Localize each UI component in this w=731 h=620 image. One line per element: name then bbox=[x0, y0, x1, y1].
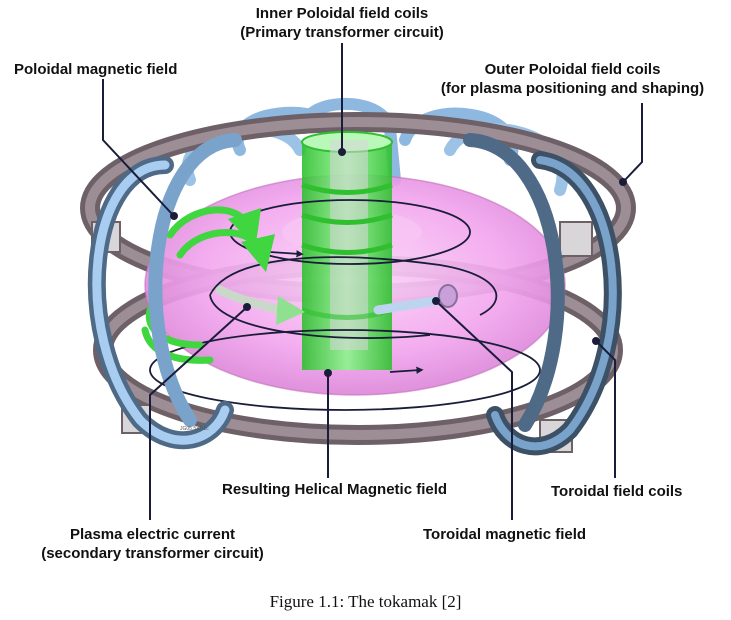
inner-poloidal-line2: (Primary transformer circuit) bbox=[240, 24, 444, 41]
outer-poloidal-line1: Outer Poloidal field coils bbox=[484, 61, 661, 78]
toroidal-coils-label: Toroidal field coils bbox=[551, 483, 683, 500]
plasma-current-line2: (secondary transformer circuit) bbox=[41, 545, 264, 562]
central-solenoid bbox=[301, 131, 393, 370]
image-code: JG05.537-1c bbox=[180, 426, 209, 432]
inner-poloidal-line1: Inner Poloidal field coils bbox=[255, 5, 429, 22]
outer-poloidal-line2: (for plasma positioning and shaping) bbox=[440, 80, 705, 97]
figure-caption: Figure 1.1: The tokamak [2] bbox=[269, 592, 462, 611]
toroidal-field-arrow bbox=[373, 284, 458, 315]
helical-field-label: Resulting Helical Magnetic field bbox=[222, 481, 448, 498]
toroidal-field-label: Toroidal magnetic field bbox=[423, 526, 587, 543]
leader-poloidal-field bbox=[102, 79, 173, 215]
plasma-current-arrow bbox=[215, 285, 305, 325]
poloidal-field-label: Poloidal magnetic field bbox=[14, 61, 178, 78]
outer-poloidal-label: Outer Poloidal field coils (for plasma p… bbox=[420, 60, 725, 98]
leader-lines bbox=[102, 43, 643, 520]
plasma-current-line1: Plasma electric current bbox=[69, 526, 236, 543]
plasma-current-label: Plasma electric current (secondary trans… bbox=[20, 525, 285, 563]
toroidal-coils-front bbox=[87, 133, 622, 456]
leader-toroidal-coils bbox=[596, 341, 616, 478]
inner-poloidal-label: Inner Poloidal field coils (Primary tran… bbox=[200, 4, 484, 42]
leader-outer-poloidal bbox=[624, 103, 643, 181]
leader-toroidal-field bbox=[436, 301, 513, 520]
leader-plasma-current bbox=[149, 307, 247, 520]
